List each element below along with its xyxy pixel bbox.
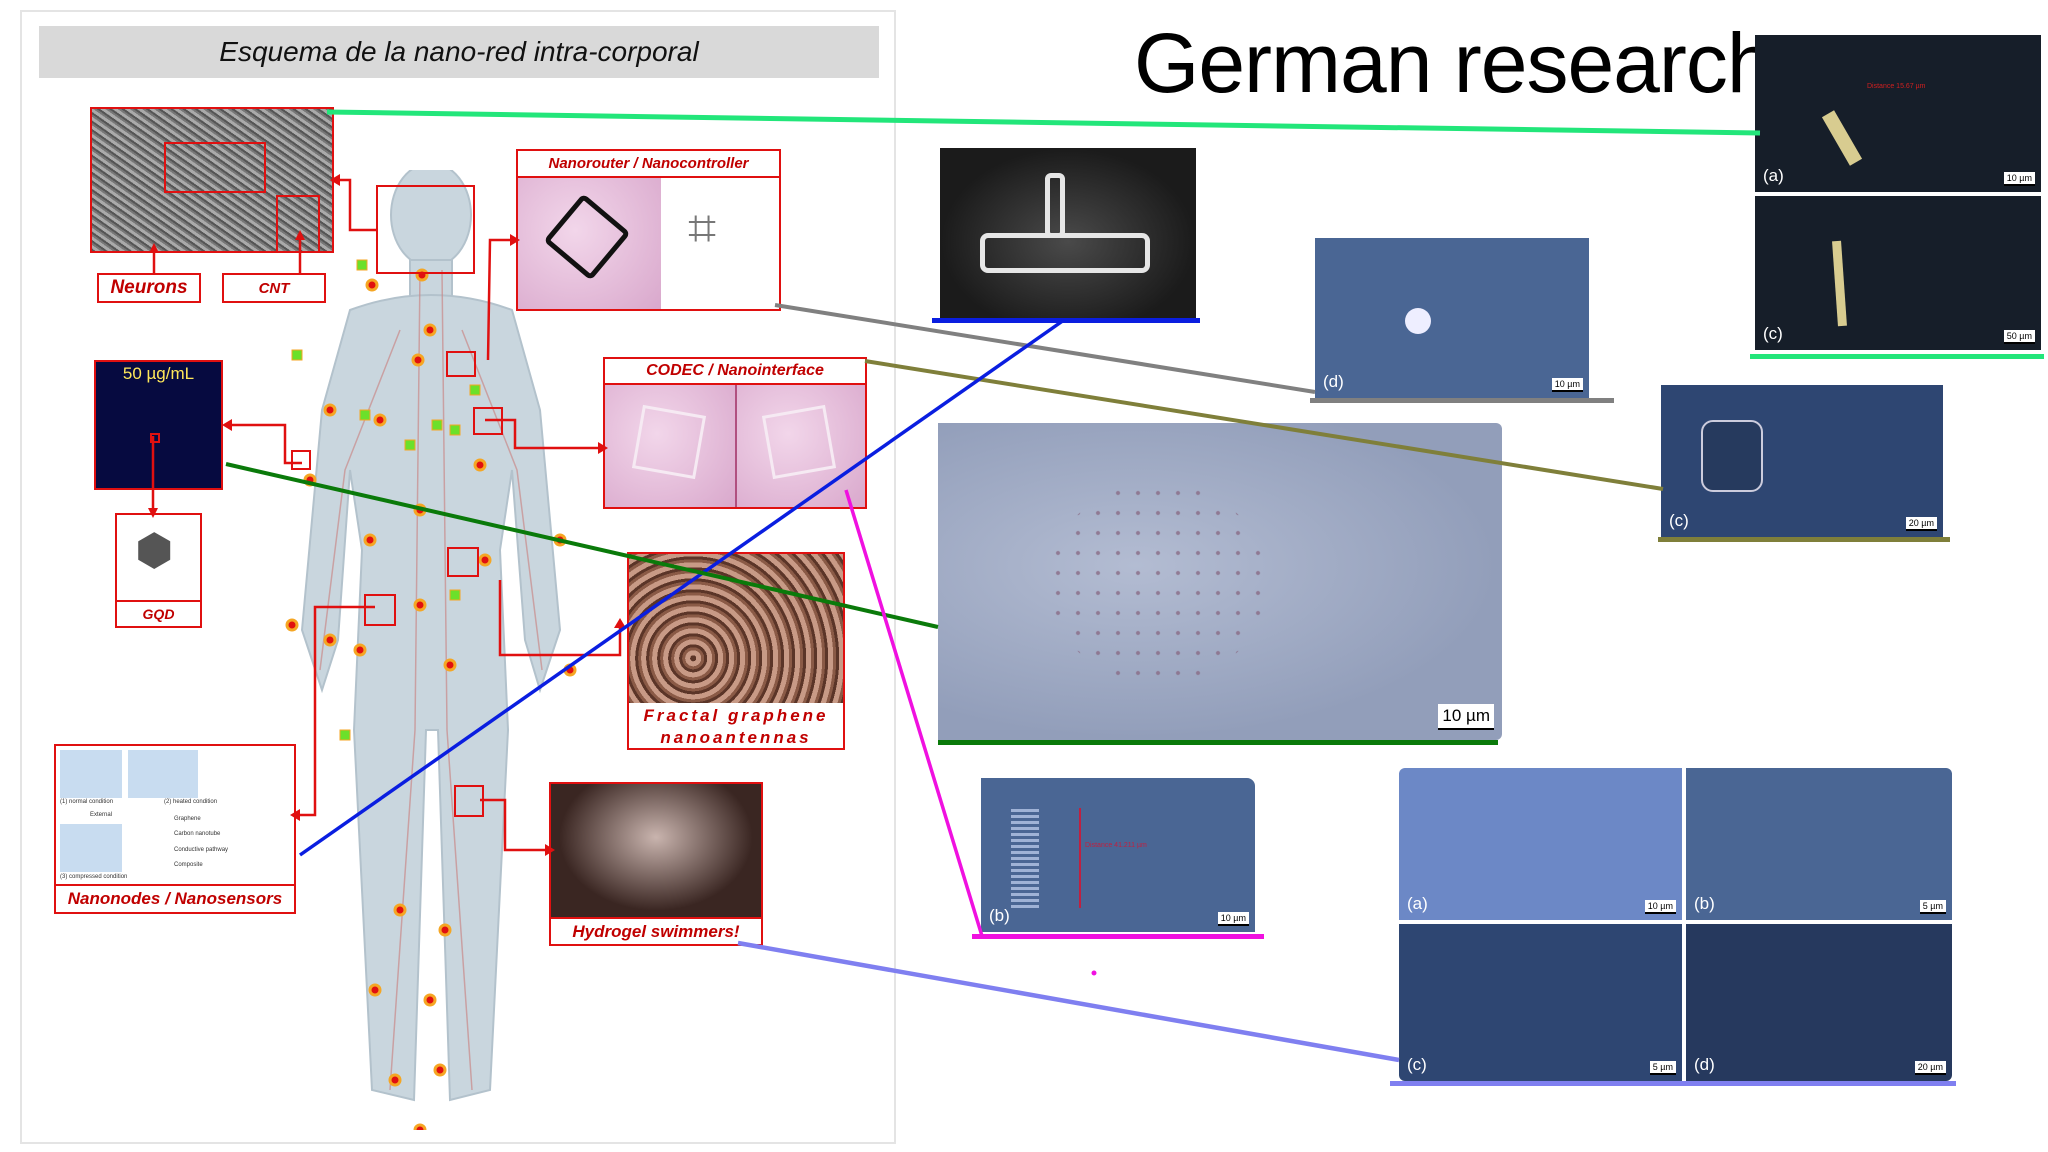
panel-label: (c): [1763, 324, 1783, 343]
scale-bar: 20 µm: [1905, 517, 1937, 531]
scale-bar: 10 µm: [2003, 172, 2035, 186]
nanonodes-title: Nanonodes / Nanosensors: [56, 884, 294, 912]
neurons-sem-image: [90, 107, 334, 253]
legend-graphene: Graphene: [174, 816, 201, 822]
scale-bar: 5 µm: [1919, 900, 1946, 914]
gqd-fluorescence-image: 50 µg/mL: [94, 360, 223, 490]
photo-c-olive: (c) 20 µm: [1661, 385, 1943, 537]
nanonodes-box: (1) normal condition (2) heated conditio…: [54, 744, 296, 914]
cell-cluster-photo: 10 µm: [938, 423, 1502, 740]
schema-title: Esquema de la nano-red intra-corporal: [39, 26, 879, 78]
red-connectors: [148, 174, 626, 856]
green-underline: [1750, 354, 2044, 359]
scale-bar: 10 µm: [1644, 900, 1676, 914]
nanonode-marker: [433, 1063, 447, 1077]
gray-underline: [1310, 398, 1614, 403]
concentration-label: 50 µg/mL: [122, 364, 195, 383]
quad-photo-a: (a) 10 µm: [1399, 768, 1682, 920]
nanonode-marker: [413, 1123, 427, 1130]
legend-normal: (1) normal condition: [60, 799, 114, 805]
microrobot-dark-photo: [940, 148, 1196, 318]
nanorouter-box: Nanorouter / Nanocontroller ⌗: [516, 149, 781, 311]
scale-bar: 10 µm: [1217, 912, 1249, 926]
panel-label: (c): [1407, 1055, 1427, 1074]
head-callout-box: [376, 185, 475, 274]
nanonode-marker: [368, 983, 382, 997]
measurement-label: Distance 15.67 µm: [1867, 83, 1926, 90]
legend-compressed: (3) compressed condition: [60, 874, 128, 880]
nanonode-marker: [423, 993, 437, 1007]
scale-bar: 5 µm: [1649, 1061, 1676, 1075]
quad-photo-d: (d) 20 µm: [1686, 924, 1952, 1081]
nanonode-marker: [438, 923, 452, 937]
legend-cnt: Carbon nanotube: [174, 831, 221, 837]
gqd-label: GQD: [117, 600, 200, 626]
blue-underline: [932, 318, 1200, 323]
quad-photo-b: (b) 5 µm: [1686, 768, 1952, 920]
photo-a-dark: Distance 15.67 µm (a) 10 µm: [1755, 35, 2041, 192]
nanonode-marker: [365, 278, 379, 292]
overlay-title: German research: [1134, 16, 1774, 110]
gqd-box: ⬢ GQD: [115, 513, 202, 628]
scale-bar: 50 µm: [2003, 330, 2035, 344]
dark-green-underline: [938, 740, 1498, 745]
panel-label: (a): [1763, 166, 1784, 185]
legend-external: External: [90, 812, 113, 818]
magenta-dot: [1091, 970, 1097, 976]
nanonode-marker: [393, 903, 407, 917]
panel-label: (a): [1407, 894, 1428, 913]
legend-heated: (2) heated condition: [164, 799, 218, 805]
quad-photo-c: (c) 5 µm: [1399, 924, 1682, 1081]
measurement-label: Distance 41.211 µm: [1085, 842, 1147, 849]
nanorouter-photo: [518, 178, 661, 309]
lavender-underline: [1390, 1081, 1956, 1086]
legend-pathway: Conductive pathway: [174, 847, 229, 853]
olive-underline: [1658, 537, 1950, 542]
sperm-quad-photos: (a) 10 µm (b) 5 µm (c) 5 µm (d) 20 µm: [1399, 768, 1952, 1081]
scale-bar: 10 µm: [1438, 704, 1494, 730]
photo-d-blue: (d) 10 µm: [1315, 238, 1589, 398]
graphene-hexagon-icon: ⬢: [135, 526, 174, 575]
cnt-label: CNT: [222, 273, 326, 303]
scale-bar: 20 µm: [1914, 1061, 1946, 1075]
legend-composite: Composite: [174, 862, 203, 868]
panel-label: (c): [1669, 511, 1689, 530]
hydrogel-title: Hydrogel swimmers!: [551, 917, 761, 944]
panel-label: (d): [1323, 372, 1344, 391]
photo-b-magenta: Distance 41.211 µm (b) 10 µm: [981, 778, 1255, 932]
neurons-label: Neurons: [97, 273, 201, 303]
panel-label: (b): [1694, 894, 1715, 913]
panel-label: (b): [989, 906, 1010, 925]
magenta-underline: [972, 934, 1264, 939]
panel-label: (d): [1694, 1055, 1715, 1074]
nanonode-marker: [388, 1073, 402, 1087]
nanorouter-title: Nanorouter / Nanocontroller: [518, 151, 779, 178]
scale-bar: 10 µm: [1551, 378, 1583, 392]
photo-c-dark: (c) 50 µm: [1755, 196, 2041, 350]
sensor-marker: [356, 259, 368, 271]
nanorouter-lattice-icon: ⌗: [688, 200, 717, 256]
